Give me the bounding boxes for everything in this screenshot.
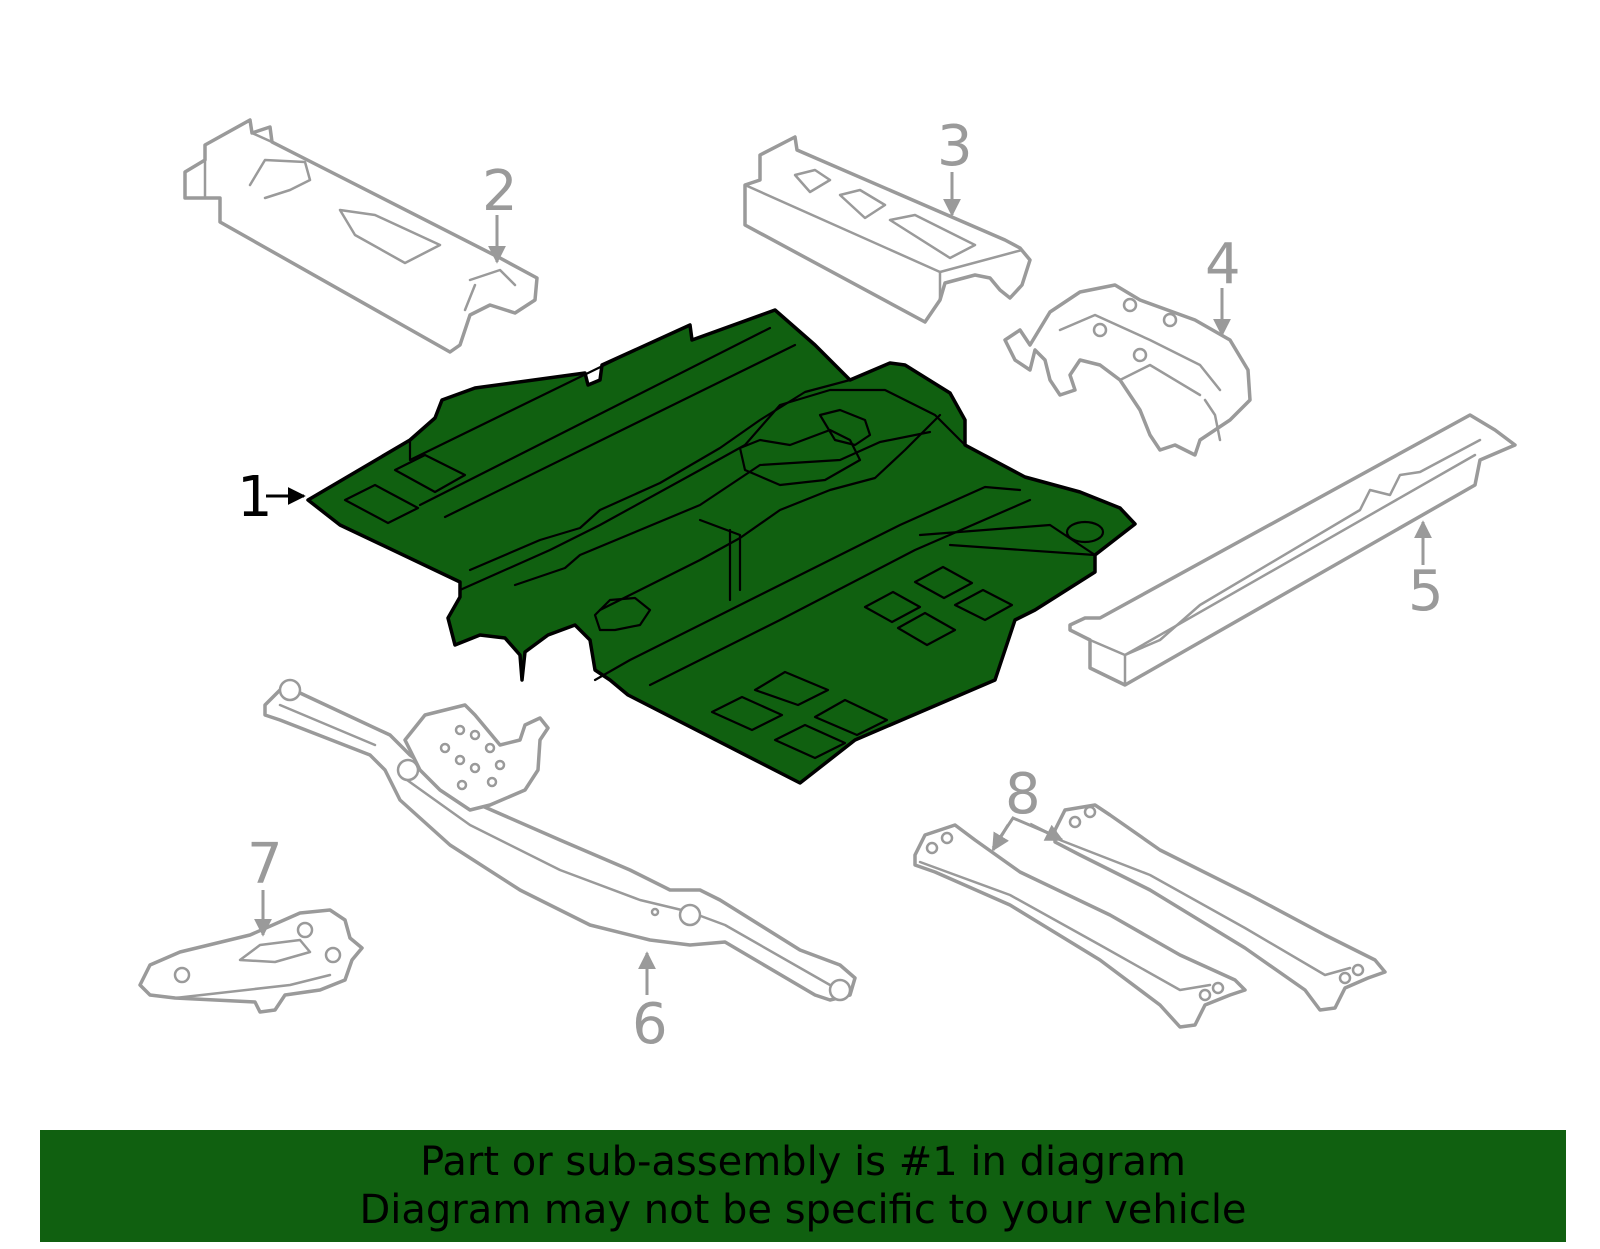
part-5-rail[interactable] — [1068, 413, 1517, 687]
banner-line-2: Diagram may not be specific to your vehi… — [359, 1187, 1247, 1233]
part-6-crossmember[interactable] — [263, 678, 857, 1002]
callout-8[interactable]: 8 — [991, 762, 1064, 852]
callout-5[interactable]: 5 — [1408, 520, 1444, 624]
callout-1[interactable]: 1 — [237, 465, 306, 530]
callout-6-label: 6 — [632, 992, 668, 1057]
callout-8-label: 8 — [1005, 762, 1041, 827]
callout-3[interactable]: 3 — [937, 114, 973, 217]
part-4-bracket[interactable] — [1003, 283, 1252, 457]
callout-2-label: 2 — [482, 159, 518, 224]
callout-5-label: 5 — [1408, 559, 1444, 624]
part-2-crossmember[interactable] — [183, 118, 539, 354]
parts-diagram: 1 2 3 4 5 6 7 8 — [138, 114, 1517, 1057]
banner-line-1: Part or sub-assembly is #1 in diagram — [420, 1139, 1186, 1185]
callout-2[interactable]: 2 — [482, 159, 518, 264]
callout-7-label: 7 — [247, 832, 283, 897]
part-8-braces[interactable] — [913, 803, 1387, 1029]
info-banner: Part or sub-assembly is #1 in diagram Di… — [40, 1130, 1566, 1242]
callout-4[interactable]: 4 — [1205, 232, 1241, 337]
callout-4-label: 4 — [1205, 232, 1241, 297]
callout-7[interactable]: 7 — [247, 832, 283, 937]
part-3-crossmember[interactable] — [743, 135, 1032, 324]
callout-3-label: 3 — [937, 114, 973, 179]
part-7-bracket[interactable] — [138, 908, 364, 1014]
callout-6[interactable]: 6 — [632, 951, 668, 1057]
part-1-floor-pan[interactable] — [306, 308, 1137, 785]
